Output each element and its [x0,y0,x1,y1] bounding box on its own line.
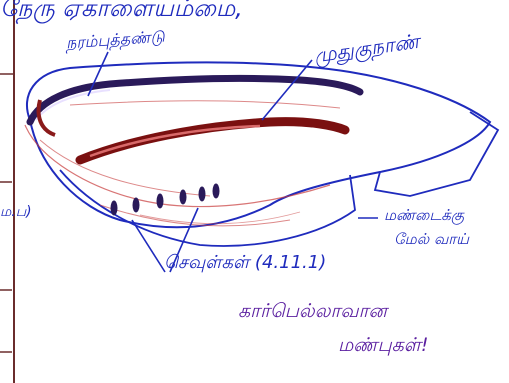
body-shading [70,101,340,108]
gill-slit [199,187,206,202]
gill-slit [157,194,164,209]
tail-fin [375,112,498,196]
gill-slit [213,184,220,199]
gill-slit [133,198,140,213]
ventral-fold [60,170,355,246]
gill-slit [180,190,187,205]
carpels-label-line2: மண்புகள்! [338,334,429,359]
cavity-label-line2: மேல் வாய் [394,230,469,250]
gill-slits-label: செவுள்கள் (4.11.1) [164,252,326,275]
leader-gill [132,220,165,272]
cavity-label-line1: மண்டைக்கு [384,206,464,226]
gill-slit [111,201,118,216]
margin-label: ம.ப) [0,204,32,222]
leader-notochord [262,60,312,120]
leader-nerve-cord [88,52,108,96]
carpels-label-line1: கார்பெல்லாவான [238,300,387,325]
notochord [80,122,345,160]
nerve-cord [30,78,360,122]
heading-label: நேரு ஏகாளையம்மை, [0,0,243,25]
